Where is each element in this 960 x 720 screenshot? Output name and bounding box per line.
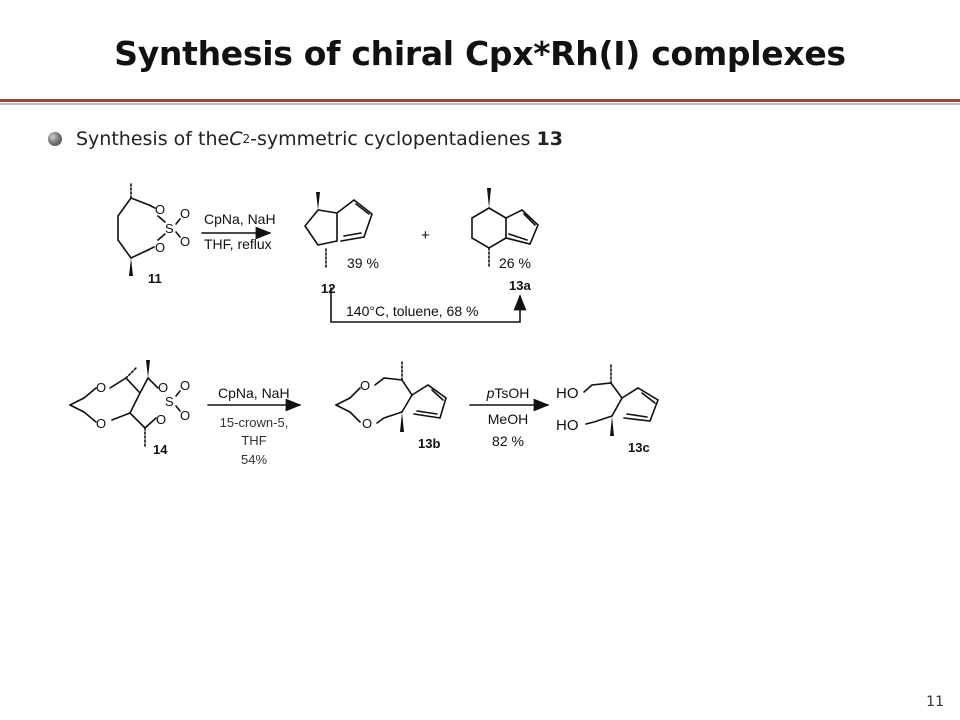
- reagent-label: CpNa, NaH: [218, 385, 290, 401]
- bullet-compound-number: 13: [536, 128, 563, 150]
- bullet-text-prefix: Synthesis of the: [76, 128, 230, 150]
- compound-label-12: 12: [321, 281, 335, 296]
- slide-title: Synthesis of chiral Cpx*Rh(I) complexes: [114, 34, 846, 73]
- atom-O: O: [155, 240, 165, 255]
- reagent-prefix: p: [486, 385, 495, 401]
- bullet-icon: [48, 132, 62, 146]
- symmetry-subscript: 2: [242, 132, 251, 146]
- yield-label-12: 39 %: [347, 255, 379, 271]
- compound-13b-structure: [335, 359, 447, 432]
- atom-S: S: [165, 394, 174, 409]
- compound-11-structure: [117, 181, 181, 276]
- atom-O: O: [362, 416, 372, 431]
- hydroxyl-group: HO: [556, 417, 579, 434]
- reagent-name: TsOH: [494, 385, 529, 401]
- isomerization-conditions: 140°C, toluene, 68 %: [346, 303, 478, 319]
- yield-label: 54%: [241, 452, 267, 467]
- reagent-label: CpNa, NaH: [204, 211, 276, 227]
- compound-label-13c: 13c: [628, 440, 650, 455]
- compound-label-11: 11: [148, 271, 162, 286]
- bullet-text-suffix: -symmetric cyclopentadienes: [250, 128, 531, 150]
- compound-label-13a: 13a: [509, 278, 531, 293]
- atom-O: O: [180, 234, 190, 249]
- atom-O: O: [180, 378, 190, 393]
- atom-O: O: [96, 380, 106, 395]
- plus-sign: +: [421, 227, 430, 244]
- compound-label-13b: 13b: [418, 436, 440, 451]
- atom-O: O: [158, 380, 168, 395]
- compound-13a-structure: [471, 188, 539, 269]
- symmetry-letter: C: [229, 128, 243, 150]
- isomerization-bracket: [330, 287, 527, 323]
- atom-O: O: [360, 378, 370, 393]
- compound-label-14: 14: [153, 442, 168, 457]
- atom-S: S: [165, 221, 174, 236]
- yield-label: 82 %: [492, 433, 524, 449]
- atom-O: O: [180, 408, 190, 423]
- page-number: 11: [926, 694, 944, 710]
- atom-O: O: [156, 412, 166, 427]
- compound-13c-structure: [583, 362, 659, 436]
- hydroxyl-group: HO: [556, 385, 579, 402]
- reagent-label: pTsOH: [486, 385, 530, 401]
- solvent-label: MeOH: [488, 411, 528, 427]
- atom-O: O: [180, 206, 190, 221]
- compound-14-structure: [69, 360, 181, 449]
- conditions-label: THF, reflux: [204, 236, 272, 252]
- title-divider: [0, 99, 960, 102]
- atom-O: O: [155, 202, 165, 217]
- atom-O: O: [96, 416, 106, 431]
- title-divider-shadow: [0, 103, 960, 105]
- compound-12-structure: [304, 192, 373, 269]
- reagent-line: THF: [241, 433, 266, 448]
- reagent-line: 15-crown-5,: [220, 415, 289, 430]
- yield-label-13a: 26 %: [499, 255, 531, 271]
